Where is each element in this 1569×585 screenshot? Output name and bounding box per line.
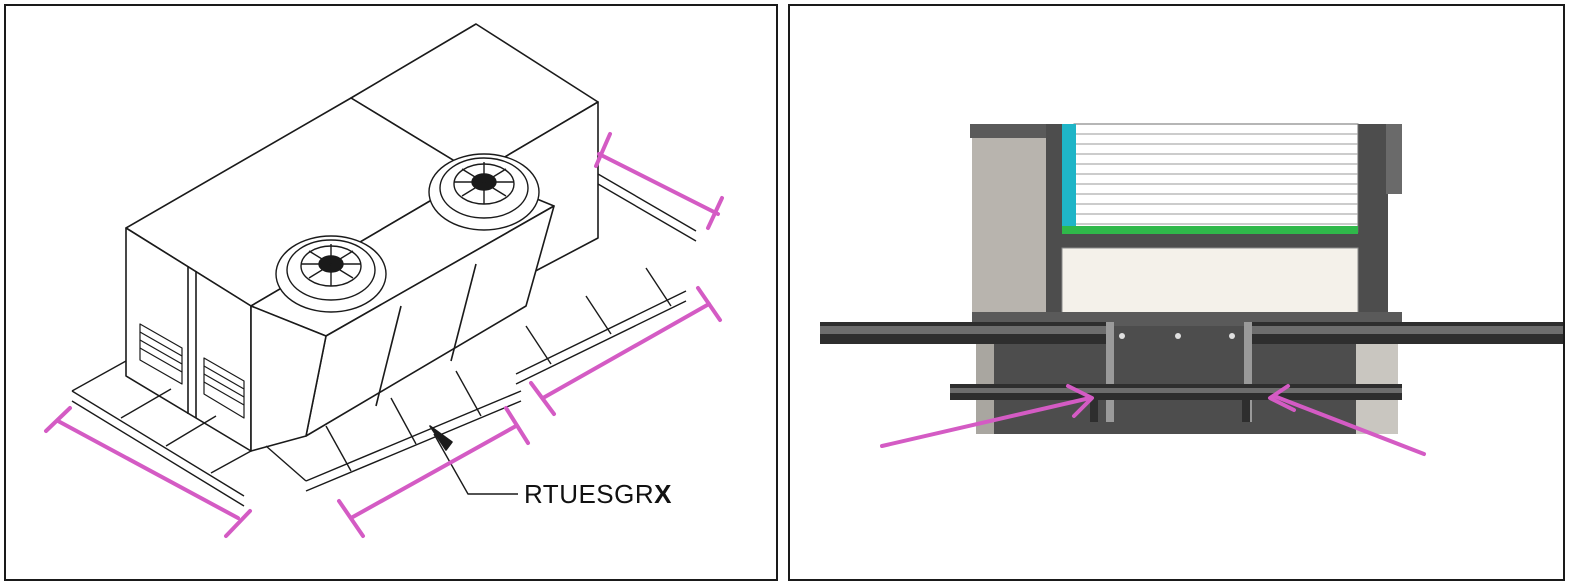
right-diagram-panel — [788, 4, 1565, 581]
dimension-markers — [44, 132, 724, 538]
filter-accent-green — [1062, 226, 1358, 234]
arrow-right-pointing-icon — [880, 384, 1094, 448]
cabinet-left-light-panel — [972, 126, 1048, 316]
rail-upright-right — [1244, 322, 1252, 422]
callout-label-prefix: RTUESGR — [524, 479, 655, 509]
cabinet-right-edge — [1386, 124, 1402, 194]
front-louvers — [139, 323, 245, 419]
dimension-marker-front-left — [44, 406, 252, 538]
curb-rail-front-left — [71, 360, 252, 507]
filter-accent-cyan — [1062, 124, 1076, 230]
left-diagram-panel: RTUESGRX — [4, 4, 778, 581]
cabinet-dark-band — [1048, 234, 1386, 248]
dimension-marker-front-middle — [337, 406, 530, 538]
cabinet-left-cap — [970, 124, 1052, 138]
rooftop-unit-isometric-drawing — [44, 23, 724, 538]
fan-2 — [428, 153, 540, 231]
dimension-marker-rear — [594, 132, 724, 230]
rail-lower-post-right — [1242, 400, 1250, 422]
curb-rail-rear — [597, 173, 697, 242]
callout-label-suffix: X — [654, 479, 672, 509]
rail-upright-left — [1106, 322, 1114, 422]
filter-frame — [1073, 123, 1359, 233]
condenser-side — [250, 305, 327, 452]
rail-top-right-face — [1252, 326, 1563, 334]
cabinet-cream-panel — [1061, 247, 1359, 315]
curb-end-view-render — [820, 123, 1563, 456]
dimension-marker-right — [529, 286, 722, 416]
rail-top-left-face — [820, 326, 1112, 334]
rail-lower-post-left — [1090, 400, 1098, 422]
cabinet-right-dark-column — [1358, 124, 1388, 316]
curb-rail-right — [515, 267, 687, 385]
bolts — [1119, 333, 1235, 339]
callout-arrowhead — [429, 425, 453, 451]
callout-leader — [433, 433, 518, 495]
rail-lower-face — [950, 388, 1402, 393]
fan-1 — [275, 235, 387, 313]
filter-slats — [1074, 133, 1358, 225]
arrow-left-pointing-icon — [1268, 384, 1426, 456]
callout-label: RTUESGRX — [524, 479, 672, 510]
curb-rail-front-middle — [265, 370, 522, 492]
